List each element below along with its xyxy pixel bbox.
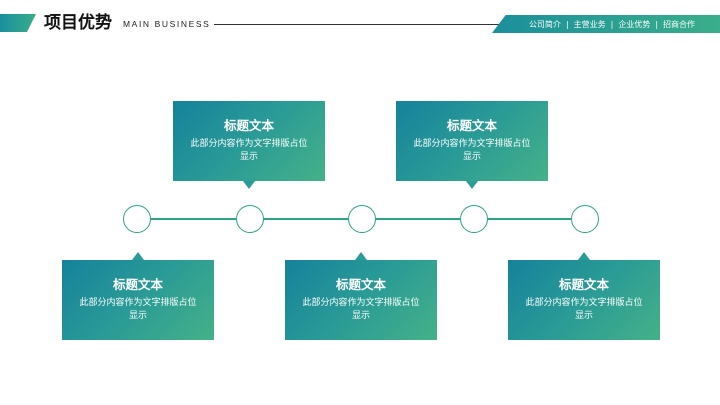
card-body: 此部分内容作为文字排版占位显示 [79,298,197,321]
card-body: 此部分内容作为文字排版占位显示 [413,139,531,162]
nav-item-main-business[interactable]: 主营业务 [573,19,606,29]
timeline-node-2 [236,205,264,233]
page-subtitle: MAIN BUSINESS [123,19,211,29]
corner-accent-tab [0,14,36,32]
card-body: 此部分内容作为文字排版占位显示 [190,139,308,162]
card-title: 标题文本 [112,277,163,292]
nav-separator: | [655,19,659,29]
header-divider-line [214,24,502,25]
card-title: 标题文本 [446,118,497,133]
feature-card-3: 标题文本 此部分内容作为文字排版占位显示 [62,252,214,340]
feature-card-2: 标题文本 此部分内容作为文字排版占位显示 [396,101,548,189]
feature-card-4: 标题文本 此部分内容作为文字排版占位显示 [285,252,437,340]
nav-item-company-intro[interactable]: 公司简介 [528,19,561,29]
card-title: 标题文本 [335,277,386,292]
page-title: 项目优势 [44,13,112,33]
timeline-node-5 [571,205,599,233]
nav-item-partnership[interactable]: 招商合作 [663,19,696,29]
top-nav-bar: 公司简介 | 主营业务 | 企业优势 | 招商合作 [492,15,720,33]
feature-card-5: 标题文本 此部分内容作为文字排版占位显示 [508,252,660,340]
timeline-node-3 [348,205,376,233]
timeline-node-1 [123,205,151,233]
nav-item-advantages[interactable]: 企业优势 [618,19,651,29]
card-body: 此部分内容作为文字排版占位显示 [302,298,420,321]
nav-separator: | [565,19,569,29]
nav-separator: | [610,19,614,29]
timeline-node-4 [460,205,488,233]
card-title: 标题文本 [558,277,609,292]
card-title: 标题文本 [223,118,274,133]
card-body: 此部分内容作为文字排版占位显示 [525,298,643,321]
feature-card-1: 标题文本 此部分内容作为文字排版占位显示 [173,101,325,189]
